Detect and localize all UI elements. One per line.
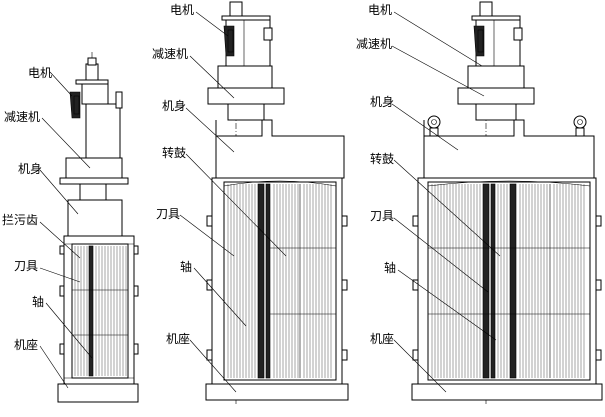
blade-stack-small <box>72 245 128 377</box>
label-base-large: 机座 <box>370 331 394 346</box>
reducer-large <box>457 65 535 121</box>
label-body-medium: 机身 <box>162 98 186 113</box>
view-medium: 电机 减速机 机身 转鼓 刀具 轴 机座 <box>152 1 349 404</box>
label-shaft-small: 轴 <box>32 294 44 309</box>
label-trash-teeth-small: 拦污齿 <box>2 213 38 227</box>
label-shaft-medium: 轴 <box>180 259 192 274</box>
label-drum-large: 转鼓 <box>370 151 394 166</box>
reducer-small <box>59 157 129 201</box>
label-blade-medium: 刀具 <box>156 207 180 221</box>
drum-medium <box>223 180 337 379</box>
label-base-small: 机座 <box>14 337 38 352</box>
drum-large <box>427 180 591 379</box>
motor-medium <box>221 1 273 67</box>
motor-small <box>69 52 123 398</box>
label-motor-medium: 电机 <box>170 3 194 17</box>
label-motor-small: 电机 <box>28 66 52 80</box>
label-blade-large: 刀具 <box>370 209 394 223</box>
label-motor-large: 电机 <box>368 3 392 17</box>
frame-small <box>57 199 139 403</box>
motor-large <box>471 1 523 67</box>
label-blade-small: 刀具 <box>14 259 38 273</box>
label-body-large: 机身 <box>370 94 394 109</box>
view-small: 电机 减速机 机身 拦污齿 刀具 轴 机座 <box>2 52 139 403</box>
label-drum-medium: 转鼓 <box>162 145 186 160</box>
label-reducer-medium: 减速机 <box>152 47 188 61</box>
label-body-small: 机身 <box>18 161 42 176</box>
view-large: 电机 减速机 机身 转鼓 刀具 轴 机座 <box>356 1 603 404</box>
label-base-medium: 机座 <box>166 331 190 346</box>
label-reducer-large: 减速机 <box>356 37 392 51</box>
frame-medium <box>205 119 349 401</box>
frame-large <box>411 115 603 401</box>
reducer-medium <box>207 65 285 121</box>
label-reducer-small: 减速机 <box>4 110 40 124</box>
label-shaft-large: 轴 <box>384 260 396 275</box>
